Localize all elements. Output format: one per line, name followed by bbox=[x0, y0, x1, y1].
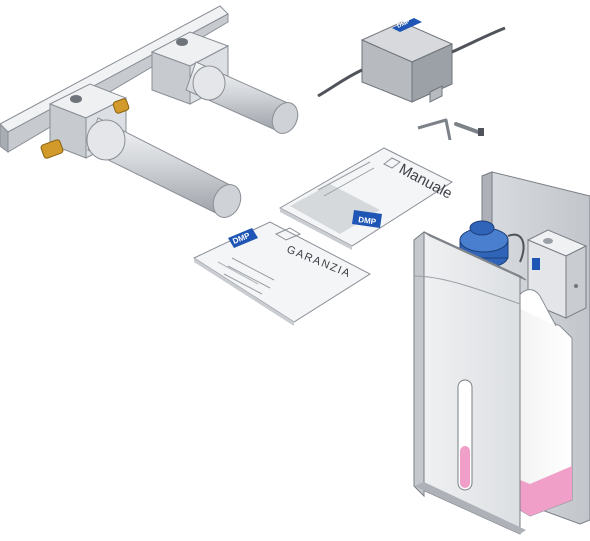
level-window-icon bbox=[457, 379, 473, 491]
soap-dispenser-icon bbox=[413, 171, 590, 535]
transformer-brand-label: DMP bbox=[396, 19, 411, 30]
warranty-brand-badge: DMP bbox=[228, 228, 258, 248]
transformer-brand-badge: DMP bbox=[392, 18, 422, 32]
manual-brand-badge: DMP bbox=[352, 210, 382, 228]
transformer-icon: DMP bbox=[317, 18, 506, 103]
soap-bottle-icon bbox=[513, 289, 573, 517]
brass-connector-icon bbox=[40, 98, 130, 159]
manual-brand-label: DMP bbox=[358, 215, 378, 226]
faucet-spout-icon bbox=[0, 5, 299, 218]
warranty-document-icon: DMP GARANZIA bbox=[192, 221, 372, 326]
allen-key-icon bbox=[417, 118, 484, 141]
manual-document-icon: Manuale DMP bbox=[278, 147, 455, 250]
sensor-box-icon bbox=[526, 229, 588, 319]
